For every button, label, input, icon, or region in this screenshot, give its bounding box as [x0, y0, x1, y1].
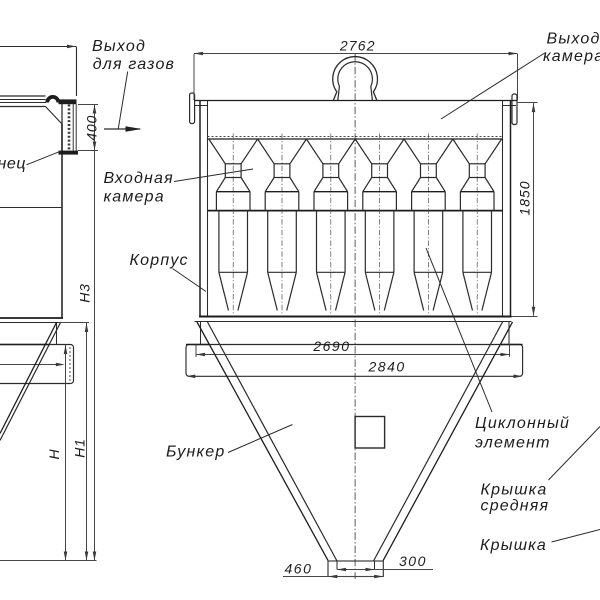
svg-text:H1: H1 — [72, 438, 88, 458]
svg-text:Выходная: Выходная — [547, 31, 600, 48]
svg-text:Крышка: Крышка — [481, 482, 548, 499]
svg-text:Бункер: Бункер — [166, 444, 225, 461]
svg-text:H3: H3 — [77, 283, 93, 303]
svg-text:300: 300 — [399, 553, 427, 569]
svg-text:Входная: Входная — [104, 170, 174, 187]
svg-text:1850: 1850 — [517, 180, 533, 215]
svg-text:2690: 2690 — [312, 338, 350, 354]
svg-text:Циклонный: Циклонный — [475, 415, 570, 432]
svg-text:H: H — [46, 448, 62, 459]
svg-text:Крышка: Крышка — [480, 537, 547, 554]
svg-text:Корпус: Корпус — [130, 252, 189, 269]
svg-text:элемент: элемент — [475, 434, 551, 451]
svg-text:для газов: для газов — [93, 56, 175, 73]
svg-text:камера: камера — [104, 189, 165, 206]
svg-text:камера: камера — [543, 48, 600, 65]
svg-text:Выход: Выход — [92, 38, 146, 55]
svg-text:нец: нец — [0, 156, 26, 173]
svg-text:средняя: средняя — [481, 498, 550, 515]
svg-text:2762: 2762 — [339, 37, 376, 53]
svg-text:460: 460 — [285, 561, 313, 577]
svg-text:400: 400 — [84, 115, 100, 141]
svg-text:2840: 2840 — [368, 359, 406, 375]
